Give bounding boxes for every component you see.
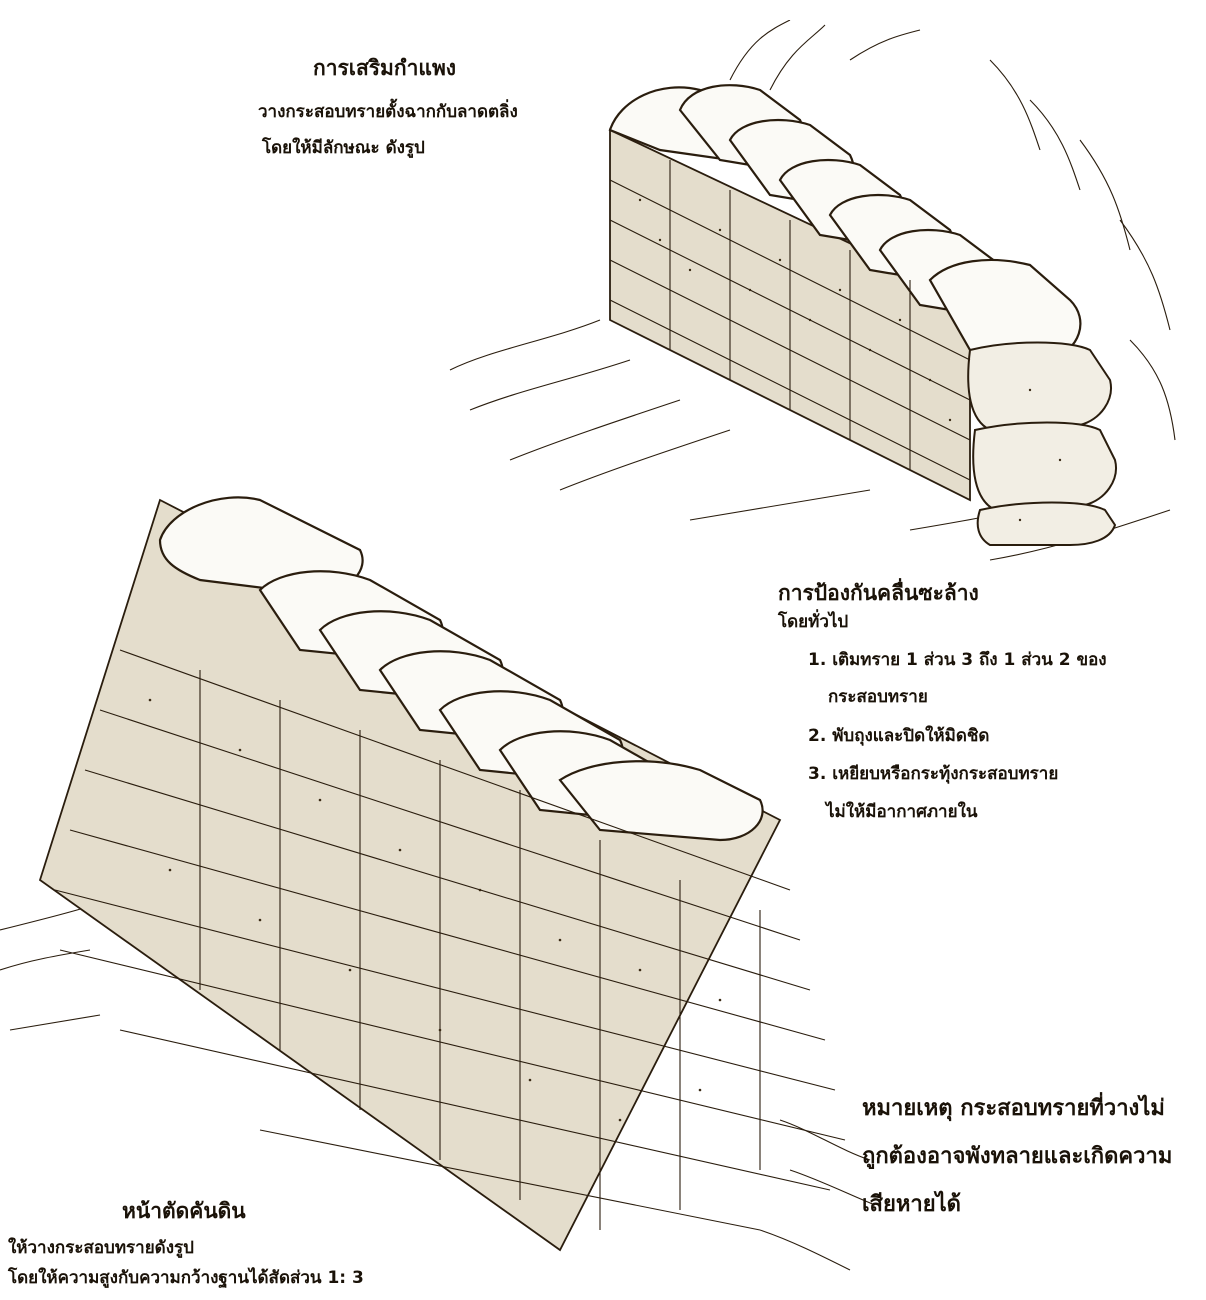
section-line-1: ให้วางกระสอบทรายดังรูป <box>8 1236 194 1261</box>
wall-line-1: วางกระสอบทรายตั้งฉากกับลาดตลิ่ง <box>258 100 518 125</box>
prevent-item-1-cont: กระสอบทราย <box>828 685 928 710</box>
note-line-1: หมายเหตุ กระสอบทรายที่วางไม่ <box>862 1092 1165 1126</box>
prevent-subtitle: โดยทั่วไป <box>778 610 848 635</box>
wall-line-2: โดยให้มีลักษณะ ดังรูป <box>262 136 425 161</box>
section-title: หน้าตัดคันดิน <box>122 1195 246 1228</box>
section-line-2: โดยให้ความสูงกับความกว้างฐานได้สัดส่วน 1… <box>8 1266 364 1291</box>
wall-front-bags <box>968 343 1116 546</box>
prevent-item-1: 1. เติมทราย 1 ส่วน 3 ถึง 1 ส่วน 2 ของ <box>808 648 1107 673</box>
note-line-2: ถูกต้องอาจพังทลายและเกิดความ <box>862 1140 1172 1174</box>
levee-section-drawing <box>0 470 880 1300</box>
prevent-item-3: 3. เหยียบหรือกระทุ้งกระสอบทราย <box>808 762 1058 787</box>
wall-title: การเสริมกำแพง <box>313 52 456 85</box>
note-line-3: เสียหายได้ <box>862 1188 961 1222</box>
prevent-item-3-cont: ไม่ให้มีอากาศภายใน <box>826 800 978 825</box>
prevent-item-2: 2. พับถุงและปิดให้มิดชิด <box>808 724 989 749</box>
prevent-title: การป้องกันคลื่นซะล้าง <box>778 577 979 610</box>
